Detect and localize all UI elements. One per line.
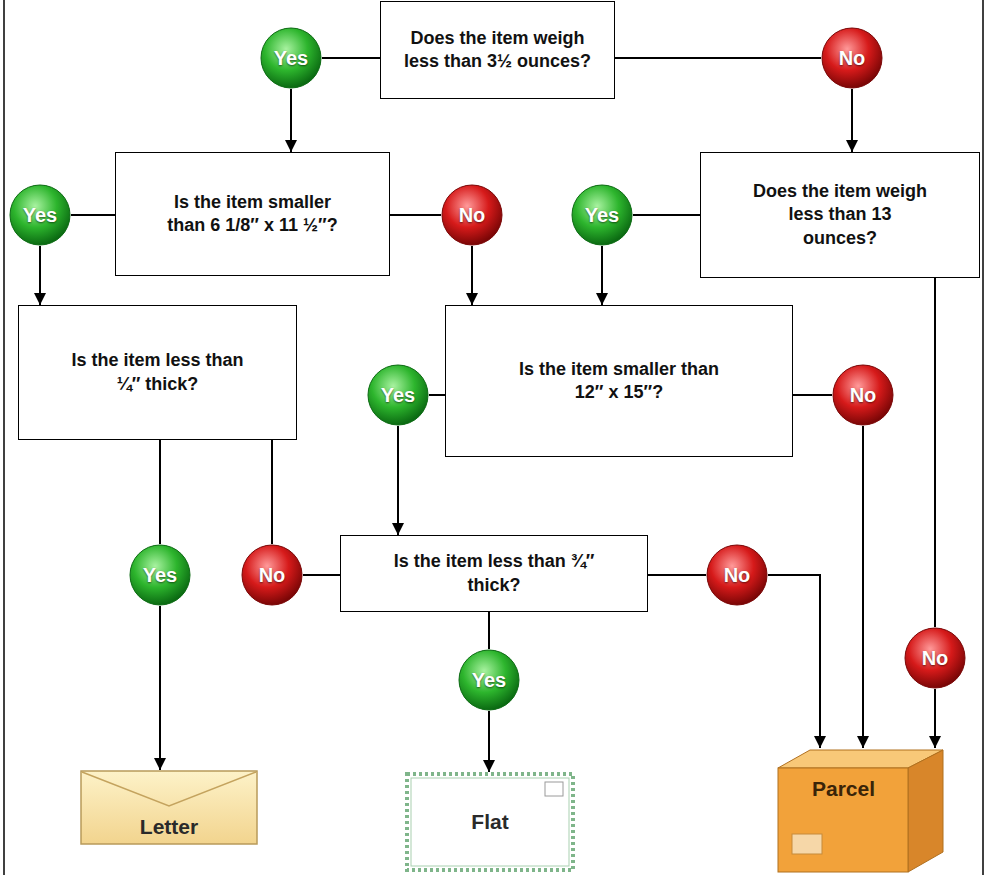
circle-fill [707, 545, 767, 605]
answer-text: Yes [472, 670, 506, 690]
yes-circle: Yes [571, 184, 633, 246]
connector-line [934, 278, 936, 627]
stamp-mark [545, 782, 563, 796]
answer-text: Yes [23, 205, 57, 225]
connector-line [648, 574, 706, 576]
parcel-icon: Parcel [768, 748, 945, 873]
parcel-sticker [792, 834, 822, 854]
yes-circle: Yes [129, 544, 191, 606]
circle-fill [242, 545, 302, 605]
connector-line [322, 57, 380, 59]
question-text: Is the item smaller than 6 1/8″ x 11 ½″? [165, 191, 340, 238]
connector-arrow [159, 606, 161, 770]
envelope-body [81, 771, 257, 844]
connector-line [303, 574, 340, 576]
answer-text: No [259, 565, 286, 585]
circle-fill [261, 28, 321, 88]
yes-circle: Yes [367, 364, 429, 426]
circle-fill [822, 28, 882, 88]
flat-icon: Flat [405, 772, 575, 872]
connector-arrow [290, 89, 292, 152]
connector-line [633, 214, 700, 216]
connector-line [159, 440, 161, 544]
connector-line [793, 394, 832, 396]
connector-arrow [488, 711, 490, 772]
answer-text: No [459, 205, 486, 225]
circle-fill [833, 365, 893, 425]
connector-arrow [39, 246, 41, 305]
category-text: Flat [471, 809, 508, 834]
frame-line [3, 0, 5, 875]
connector-arrow [471, 246, 473, 305]
no-circle: No [241, 544, 303, 606]
question-text: Is the item smaller than 12″ x 15″? [504, 358, 734, 405]
flat-body [407, 774, 573, 870]
envelope-flap [82, 772, 256, 806]
question-text: Is the item less than ¾″ thick? [389, 550, 599, 597]
connector-arrow [601, 246, 603, 305]
connector-arrow [768, 575, 820, 748]
no-circle: No [441, 184, 503, 246]
circle-fill [572, 185, 632, 245]
yes-circle: Yes [260, 27, 322, 89]
answer-text: No [724, 565, 751, 585]
yes-circle: Yes [458, 649, 520, 711]
no-circle: No [904, 627, 966, 689]
answer-text: Yes [143, 565, 177, 585]
connector-arrow [851, 89, 853, 152]
flat-inner-line [411, 778, 569, 866]
category-text: Letter [140, 814, 198, 839]
connector-line [488, 612, 490, 649]
category-text: Parcel [812, 776, 875, 801]
circle-fill [368, 365, 428, 425]
question-text: Is the item less than ¼″ thick? [58, 349, 258, 396]
connector-line [615, 57, 821, 59]
no-circle: No [706, 544, 768, 606]
circle-fill [130, 545, 190, 605]
connector-arrow [397, 426, 399, 535]
circle-fill [10, 185, 70, 245]
no-circle: No [821, 27, 883, 89]
connector-line [271, 440, 273, 544]
connector-arrow [862, 426, 864, 748]
answer-text: Yes [274, 48, 308, 68]
circle-fill [459, 650, 519, 710]
no-circle: No [832, 364, 894, 426]
circle-fill [905, 628, 965, 688]
connector-line [429, 394, 445, 396]
connector-line [71, 214, 115, 216]
decision-box: Is the item less than ¼″ thick? [18, 305, 297, 440]
answer-text: No [922, 648, 949, 668]
question-text: Does the item weigh less than 13 ounces? [753, 180, 928, 250]
parcel-shape [768, 748, 945, 873]
decision-box: Is the item smaller than 6 1/8″ x 11 ½″? [115, 152, 390, 276]
decision-box: Is the item less than ¾″ thick? [340, 535, 648, 612]
decision-box: Is the item smaller than 12″ x 15″? [445, 305, 793, 457]
answer-text: Yes [585, 205, 619, 225]
answer-text: No [839, 48, 866, 68]
decision-box: Does the item weigh less than 3½ ounces? [380, 1, 615, 99]
decision-box: Does the item weigh less than 13 ounces? [700, 152, 980, 278]
circle-fill [442, 185, 502, 245]
connector-line [390, 214, 441, 216]
answer-text: No [850, 385, 877, 405]
frame-line [982, 0, 984, 875]
parcel-front [778, 768, 908, 872]
question-text: Does the item weigh less than 3½ ounces? [391, 27, 604, 74]
parcel-side [908, 750, 943, 872]
connector-arrow [934, 689, 936, 748]
answer-text: Yes [381, 385, 415, 405]
letter-icon: Letter [80, 770, 258, 845]
yes-circle: Yes [9, 184, 71, 246]
